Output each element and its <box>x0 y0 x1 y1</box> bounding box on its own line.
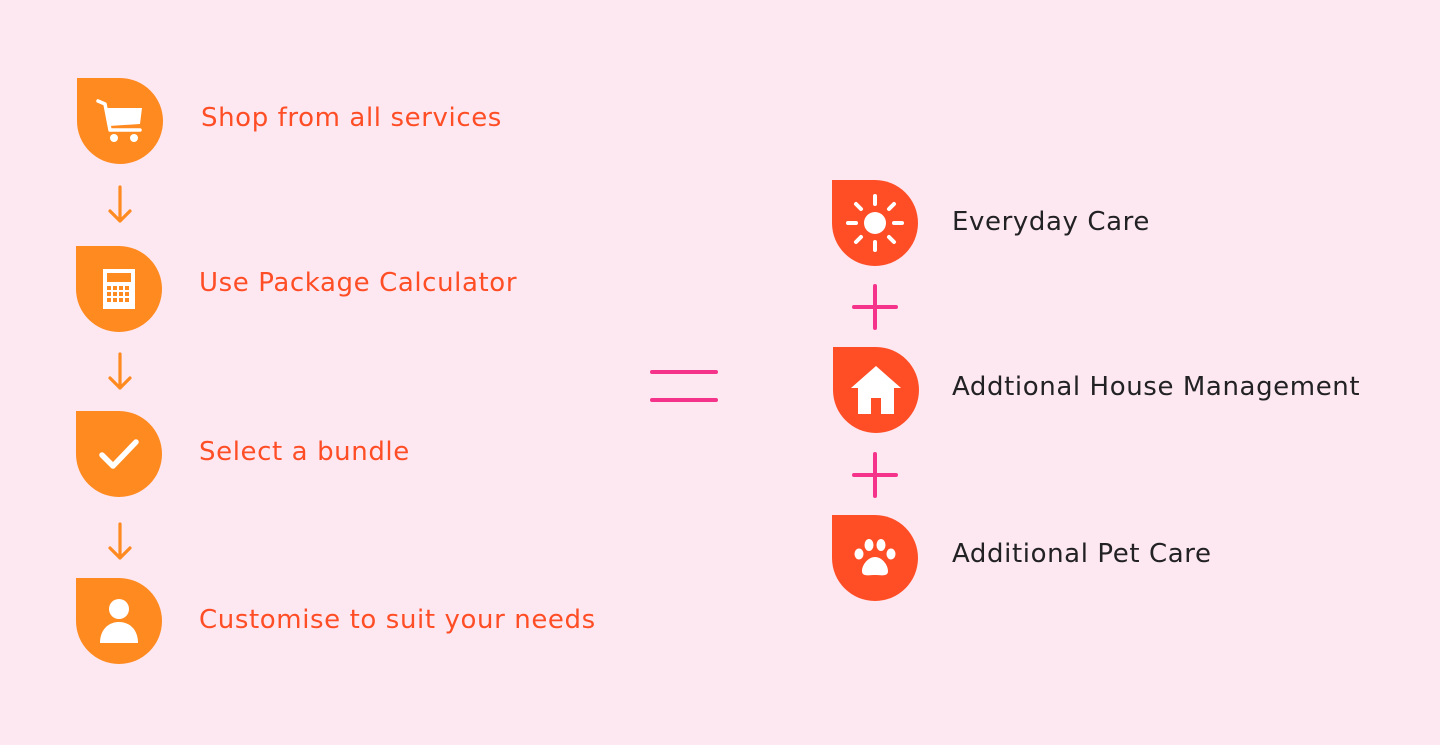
down-arrow-icon <box>108 352 132 390</box>
result-1-badge <box>832 180 918 266</box>
step-3-badge <box>76 411 162 497</box>
step-2-badge <box>76 246 162 332</box>
shopping-cart-icon <box>96 99 142 142</box>
result-2-badge <box>833 347 919 433</box>
step-2-label: Use Package Calculator <box>199 268 518 298</box>
step-1-badge <box>77 78 163 164</box>
paw-icon <box>854 539 896 576</box>
result-1-label: Everyday Care <box>952 207 1150 237</box>
result-3-label: Additional Pet Care <box>952 539 1212 569</box>
sun-icon <box>846 194 904 252</box>
step-4-label: Customise to suit your needs <box>199 605 596 635</box>
house-icon <box>851 366 901 414</box>
user-icon <box>100 599 138 643</box>
step-1-label: Shop from all services <box>201 103 502 133</box>
down-arrow-icon <box>108 185 132 223</box>
result-2-label: Addtional House Management <box>952 372 1361 402</box>
calculator-icon <box>103 269 135 309</box>
down-arrow-icon <box>108 522 132 560</box>
checkmark-icon <box>99 439 139 469</box>
step-3-label: Select a bundle <box>199 437 410 467</box>
step-4-badge <box>76 578 162 664</box>
plus-icon <box>852 452 898 498</box>
equals-icon <box>650 370 718 402</box>
result-3-badge <box>832 515 918 601</box>
plus-icon <box>852 284 898 330</box>
